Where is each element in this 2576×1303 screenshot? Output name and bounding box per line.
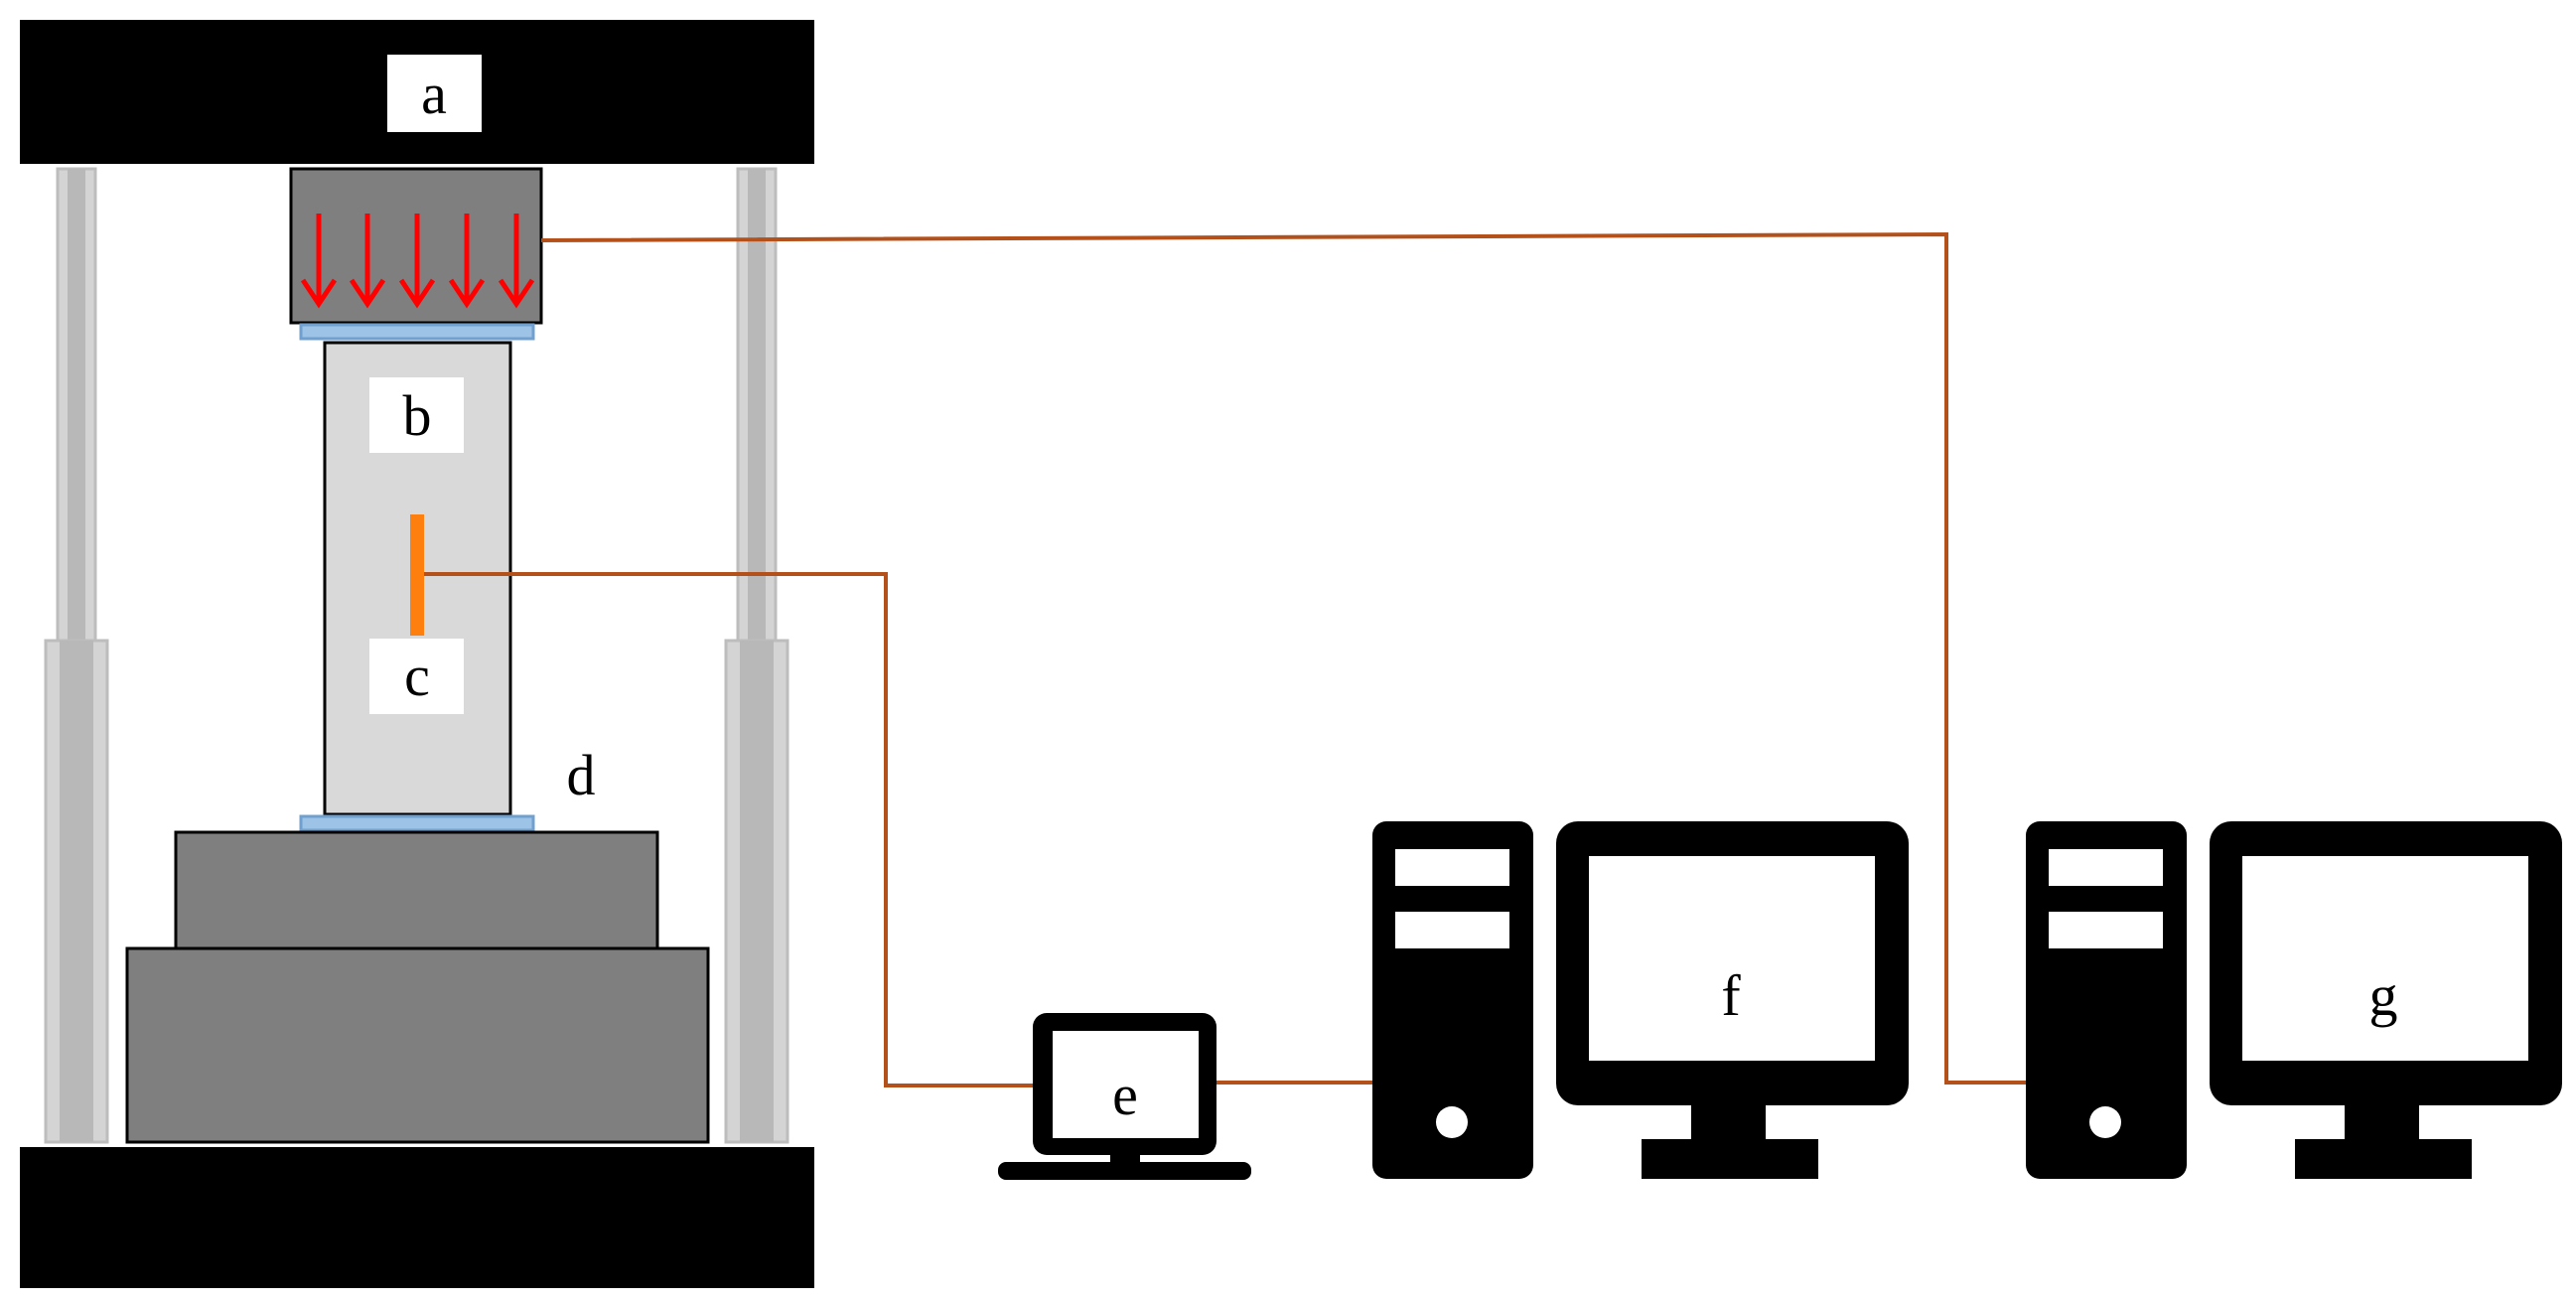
load-arrows: [300, 214, 535, 309]
wire-actuator-to-g: [540, 231, 2034, 1085]
down-arrow-icon: [398, 214, 436, 309]
computer-tower-icon: [1372, 821, 1533, 1179]
down-arrow-icon: [448, 214, 486, 309]
top-bearing-plate: [299, 323, 535, 341]
computer-tower-icon: [2026, 821, 2187, 1179]
down-arrow-icon: [300, 214, 338, 309]
wire-gauge-to-e: [424, 572, 1043, 1087]
down-arrow-icon: [498, 214, 535, 309]
base-upper-block: [174, 830, 659, 951]
label-c-box: [369, 639, 464, 714]
laptop-icon: [998, 1013, 1251, 1180]
left-column-upper-core: [68, 169, 85, 641]
label-b-box: [369, 377, 464, 453]
label-a: a: [421, 62, 447, 126]
left-column-lower-core: [60, 641, 93, 1142]
label-b: b: [403, 383, 432, 448]
label-c: c: [404, 644, 430, 708]
right-column-lower-core: [740, 641, 774, 1142]
bottom-platen: [20, 1147, 814, 1288]
label-e: e: [1112, 1063, 1138, 1127]
base-lower-block: [125, 946, 710, 1144]
monitor-icon: [2210, 821, 2562, 1179]
label-f: f: [1721, 963, 1741, 1028]
bottom-bearing-plate: [299, 814, 535, 832]
label-g: g: [2369, 963, 2398, 1028]
right-column-upper-core: [748, 169, 766, 641]
wires: [424, 231, 2034, 1087]
label-d: d: [567, 743, 596, 807]
down-arrow-icon: [349, 214, 386, 309]
monitor-icon: [1556, 821, 1909, 1179]
label-a-box: [387, 55, 482, 132]
strain-gauge: [410, 514, 424, 636]
